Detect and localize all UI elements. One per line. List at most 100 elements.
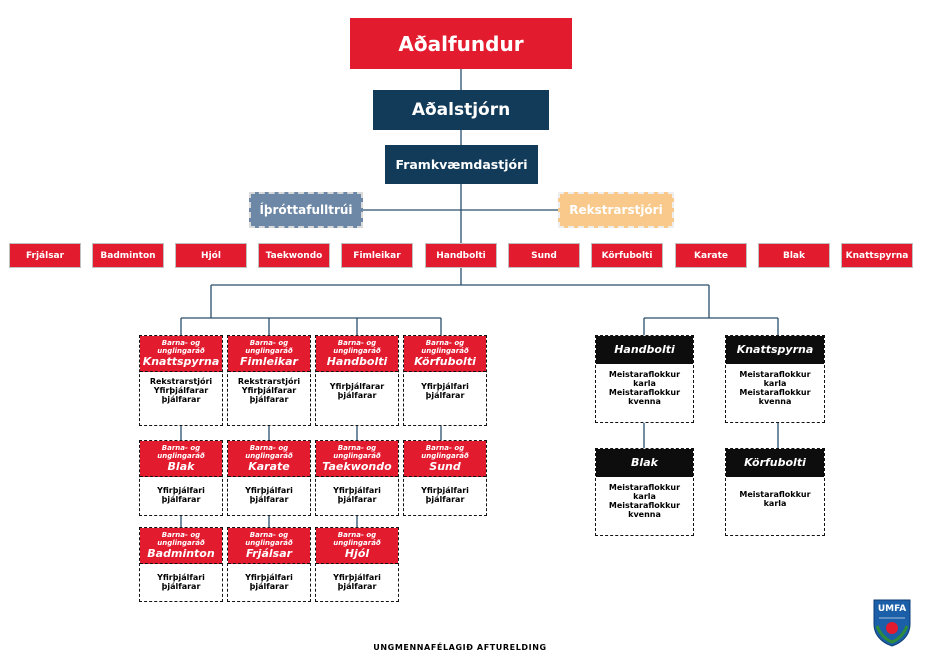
card-role: þjálfarar xyxy=(249,495,289,504)
card-prefix-1: Barna- og xyxy=(249,339,289,347)
umfa-shield-icon: UMFA xyxy=(873,599,911,647)
card-title: Sund xyxy=(429,460,461,473)
card-role: Yfirþjálfari xyxy=(421,486,469,495)
sport-box-hjol: Hjól xyxy=(175,243,247,268)
umfa-logo: UMFA xyxy=(871,598,913,648)
card-prefix-1: Barna- og xyxy=(249,444,289,452)
card-role: Rekstrarstjóri xyxy=(149,377,213,386)
sport-label: Handbolti xyxy=(436,250,486,261)
sport-label: Fimleikar xyxy=(353,250,401,261)
card-title: Fimleikar xyxy=(240,355,298,368)
card-role: karla xyxy=(763,499,787,508)
sport-box-taekwondo: Taekwondo xyxy=(258,243,330,268)
card-role: kvenna xyxy=(628,397,661,406)
sport-label: Körfubolti xyxy=(601,250,653,261)
youth-council-card-blak: Barna- og unglingaráð Blak Yfirþjálfari … xyxy=(139,440,223,516)
card-header: Körfubolti xyxy=(726,449,824,477)
card-role: Meistaraflokkur xyxy=(608,483,681,492)
card-role: Rekstrarstjóri xyxy=(237,377,301,386)
card-prefix-2: unglingaráð xyxy=(245,452,293,460)
sport-box-blak: Blak xyxy=(758,243,830,268)
card-role: Meistaraflokkur xyxy=(608,388,681,397)
card-header: Barna- og unglingaráð Körfubolti xyxy=(404,336,486,372)
senior-team-card-korfubolti: Körfubolti Meistaraflokkur karla xyxy=(725,448,825,536)
sport-box-fimleikar: Fimleikar xyxy=(341,243,413,268)
sport-label: Taekwondo xyxy=(265,250,323,261)
card-role: Yfirþjálfari xyxy=(157,573,205,582)
card-prefix-1: Barna- og xyxy=(249,531,289,539)
card-role: kvenna xyxy=(628,510,661,519)
card-roles: Yfirþjálfarar þjálfarar xyxy=(316,372,398,400)
ithrottafulltrui-box: Íþróttafulltrúi xyxy=(249,192,363,228)
card-prefix-1: Barna- og xyxy=(337,531,377,539)
card-header: Handbolti xyxy=(596,336,693,364)
framkvaemdastjori-label: Framkvæmdastjóri xyxy=(395,157,528,172)
card-role: karla xyxy=(633,379,656,388)
card-role: Meistaraflokkur xyxy=(739,388,811,397)
card-role: þjálfarar xyxy=(425,495,465,504)
card-header: Barna- og unglingaráð Badminton xyxy=(140,528,222,564)
adalstjorn-box: Aðalstjórn xyxy=(373,90,549,130)
card-prefix-2: unglingaráð xyxy=(157,347,205,355)
card-role: þjálfarar xyxy=(161,395,201,404)
card-prefix-2: unglingaráð xyxy=(245,347,293,355)
card-header: Barna- og unglingaráð Karate xyxy=(228,441,310,477)
sport-label: Hjól xyxy=(201,250,221,261)
logo-text: UMFA xyxy=(878,604,906,614)
card-role: karla xyxy=(633,492,656,501)
card-role: þjálfarar xyxy=(161,582,201,591)
card-role: þjálfarar xyxy=(337,495,377,504)
sport-box-handbolti: Handbolti xyxy=(425,243,497,268)
card-prefix-2: unglingaráð xyxy=(157,452,205,460)
card-roles: Rekstrarstjóri Yfirþjálfarar þjálfarar xyxy=(228,372,310,404)
card-title: Körfubolti xyxy=(414,355,476,368)
framkvaemdastjori-box: Framkvæmdastjóri xyxy=(385,145,538,184)
senior-team-card-blak: Blak Meistaraflokkur karla Meistaraflokk… xyxy=(595,448,694,536)
card-header: Barna- og unglingaráð Handbolti xyxy=(316,336,398,372)
youth-council-card-taekwondo: Barna- og unglingaráð Taekwondo Yfirþjál… xyxy=(315,440,399,516)
card-header: Barna- og unglingaráð Sund xyxy=(404,441,486,477)
card-role: þjálfarar xyxy=(425,391,465,400)
sport-label: Frjálsar xyxy=(25,250,65,261)
card-role: Meistaraflokkur xyxy=(739,490,811,499)
adalstjorn-label: Aðalstjórn xyxy=(411,100,511,120)
sport-label: Knattspyrna xyxy=(845,250,909,261)
card-title: Knattspyrna xyxy=(142,355,220,368)
senior-team-card-knattspyrna: Knattspyrna Meistaraflokkur karla Meista… xyxy=(725,335,825,423)
card-title: Blak xyxy=(167,460,195,473)
card-title: Hjól xyxy=(344,547,370,560)
card-roles: Yfirþjálfari þjálfarar xyxy=(228,477,310,504)
card-role: Meistaraflokkur xyxy=(608,501,681,510)
sport-box-korfubolti: Körfubolti xyxy=(591,243,663,268)
card-prefix-1: Barna- og xyxy=(161,444,201,452)
card-prefix-1: Barna- og xyxy=(425,444,465,452)
card-prefix-1: Barna- og xyxy=(337,444,377,452)
youth-council-card-frjalsar: Barna- og unglingaráð Frjálsar Yfirþjálf… xyxy=(227,527,311,602)
card-header: Barna- og unglingaráð Frjálsar xyxy=(228,528,310,564)
card-header: Knattspyrna xyxy=(726,336,824,364)
card-role: karla xyxy=(763,379,787,388)
card-prefix-2: unglingaráð xyxy=(333,452,381,460)
card-role: Yfirþjálfarar xyxy=(241,386,297,395)
card-title: Handbolti xyxy=(326,355,388,368)
card-role: Yfirþjálfari xyxy=(157,486,205,495)
card-roles: Yfirþjálfari þjálfarar xyxy=(316,477,398,504)
card-header: Barna- og unglingaráð Hjól xyxy=(316,528,398,564)
card-role: þjálfarar xyxy=(337,582,377,591)
youth-council-card-handbolti: Barna- og unglingaráð Handbolti Yfirþjál… xyxy=(315,335,399,426)
youth-council-card-knattspyrna: Barna- og unglingaráð Knattspyrna Rekstr… xyxy=(139,335,223,426)
card-role: Yfirþjálfarar xyxy=(329,382,385,391)
card-prefix-1: Barna- og xyxy=(161,531,201,539)
ithrottafulltrui-label: Íþróttafulltrúi xyxy=(259,203,353,217)
card-prefix-2: unglingaráð xyxy=(333,539,381,547)
youth-council-card-karate: Barna- og unglingaráð Karate Yfirþjálfar… xyxy=(227,440,311,516)
youth-council-card-korfubolti: Barna- og unglingaráð Körfubolti Yfirþjá… xyxy=(403,335,487,426)
card-roles: Yfirþjálfari þjálfarar xyxy=(404,477,486,504)
card-roles: Meistaraflokkur karla Meistaraflokkur kv… xyxy=(596,364,693,406)
card-header: Blak xyxy=(596,449,693,477)
card-prefix-2: unglingaráð xyxy=(245,539,293,547)
adalfundur-box: Aðalfundur xyxy=(350,18,572,69)
youth-council-card-hjol: Barna- og unglingaráð Hjól Yfirþjálfari … xyxy=(315,527,399,602)
card-prefix-2: unglingaráð xyxy=(157,539,205,547)
